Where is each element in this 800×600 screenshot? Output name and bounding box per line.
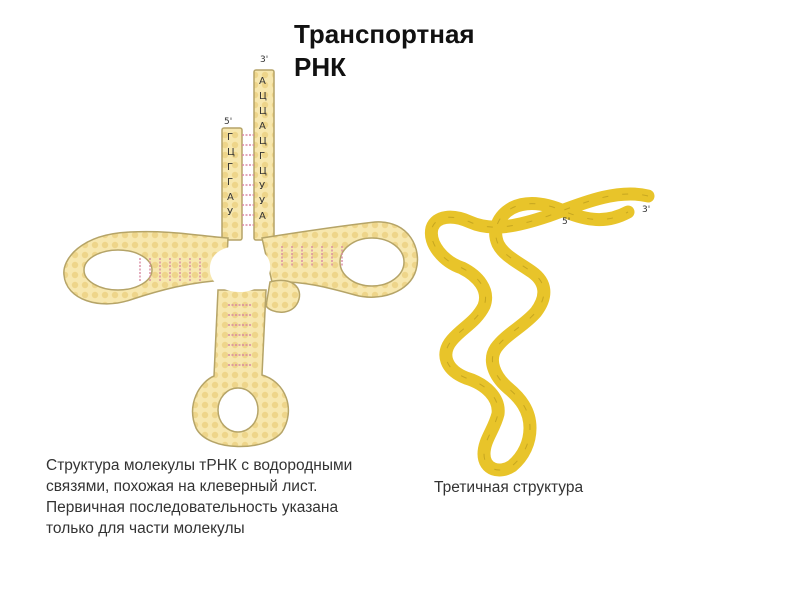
tertiary-ribbon <box>431 194 648 470</box>
nucleotide: А <box>259 121 266 132</box>
nucleotide: Г <box>259 151 265 162</box>
nucleotide: У <box>259 181 265 192</box>
cloverleaf-caption: Структура молекулы тРНК с водородными св… <box>46 455 436 539</box>
caption-line-3: Первичная последовательность указана <box>46 497 436 518</box>
nucleotide: А <box>259 76 266 87</box>
nucleotide: А <box>227 192 234 203</box>
d-loop-hole <box>84 250 152 290</box>
tertiary-3prime-label: 3' <box>642 205 650 215</box>
tertiary-structure: 5' 3' <box>431 194 650 470</box>
nucleotide: А <box>259 211 266 222</box>
nucleotide: Ц <box>259 166 267 177</box>
end-5prime-label: 5' <box>224 117 232 127</box>
tertiary-caption: Третичная структура <box>434 479 583 497</box>
nucleotide: Ц <box>227 147 235 158</box>
anticodon-loop-hole <box>218 388 258 432</box>
variable-loop <box>266 280 300 312</box>
t-loop-hole <box>340 238 404 286</box>
cloverleaf-structure: 3' 5' А Ц Ц А Ц Г Ц У У А Г Ц Г Г А У <box>64 55 418 447</box>
caption-line-1: Структура молекулы тРНК с водородными <box>46 455 436 476</box>
nucleotide: Ц <box>259 106 267 117</box>
nucleotide: Г <box>227 177 233 188</box>
nucleotide: Ц <box>259 136 267 147</box>
nucleotide: Г <box>227 162 233 173</box>
end-3prime-label: 3' <box>260 55 268 65</box>
nucleotide: Г <box>227 132 233 143</box>
caption-line-2: связями, похожая на клеверный лист. <box>46 476 436 497</box>
nucleotide: У <box>259 196 265 207</box>
tertiary-5prime-label: 5' <box>562 217 570 227</box>
caption-line-4: только для части молекулы <box>46 518 436 539</box>
nucleotide: Ц <box>259 91 267 102</box>
nucleotide: У <box>227 207 233 218</box>
central-hollow <box>210 246 270 292</box>
